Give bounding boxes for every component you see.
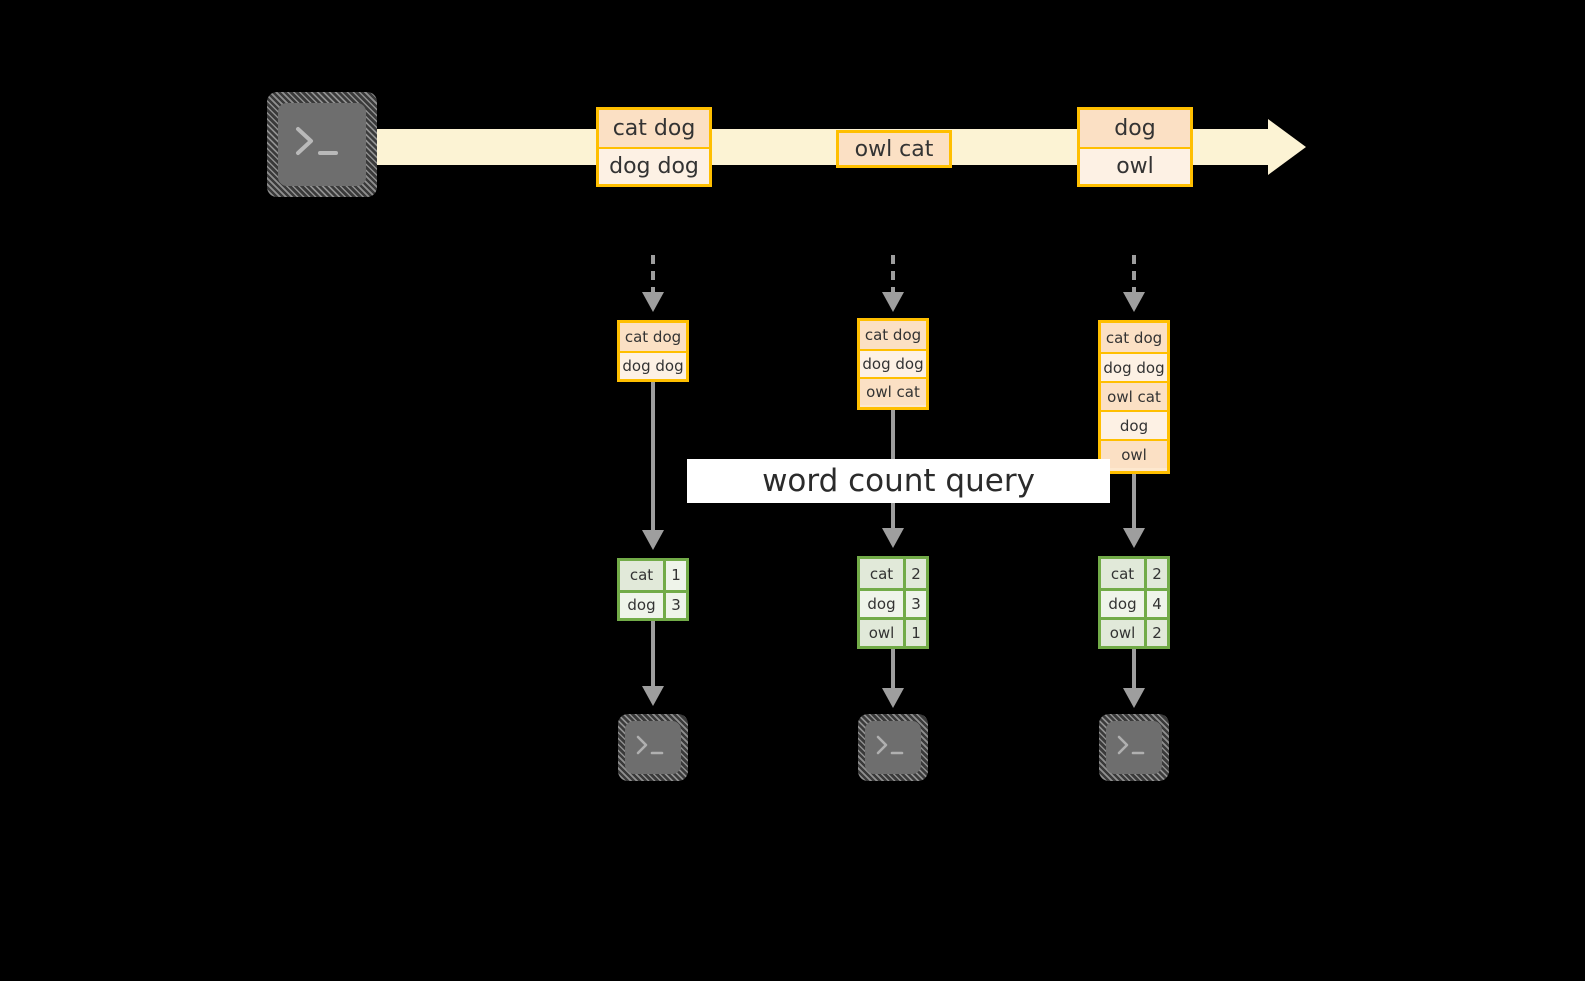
query-flow-arrowhead-2 <box>882 528 904 548</box>
message-line: cat dog <box>599 110 709 147</box>
terminal-face <box>1106 721 1162 774</box>
terminal-face <box>278 103 366 186</box>
count-cell: 2 <box>906 559 926 588</box>
word-cell: cat <box>1101 559 1147 588</box>
snapshot-trigger-arrowhead-2 <box>882 292 904 312</box>
snapshot-stack-1: cat dog dog dog <box>617 320 689 382</box>
table-row: dog 3 <box>620 589 686 618</box>
word-count-table-2: cat 2 dog 3 owl 1 <box>857 556 929 649</box>
sink-terminal-icon-2 <box>858 714 928 781</box>
count-cell: 3 <box>906 591 926 617</box>
stack-row: owl cat <box>860 377 926 405</box>
stack-row: cat dog <box>1101 323 1167 352</box>
terminal-prompt-glyph <box>876 735 904 755</box>
stack-row: owl <box>1101 439 1167 468</box>
word-cell: dog <box>620 592 666 618</box>
word-count-table-1: cat 1 dog 3 <box>617 558 689 621</box>
message-line: dog dog <box>599 147 709 184</box>
stack-row: dog dog <box>860 349 926 377</box>
table-row: cat 1 <box>620 561 686 590</box>
count-cell: 1 <box>906 620 926 646</box>
snapshot-stack-2: cat dog dog dog owl cat <box>857 318 929 410</box>
stack-row: cat dog <box>860 321 926 349</box>
query-flow-line-1 <box>651 382 655 534</box>
snapshot-trigger-arrowhead-1 <box>642 292 664 312</box>
stack-row: owl cat <box>1101 381 1167 410</box>
stack-row: dog dog <box>1101 352 1167 381</box>
query-flow-arrowhead-3 <box>1123 528 1145 548</box>
stack-row: cat dog <box>620 323 686 351</box>
terminal-prompt-glyph <box>636 735 664 755</box>
result-flow-arrowhead-2 <box>882 688 904 708</box>
query-label-text: word count query <box>762 463 1035 499</box>
count-cell: 4 <box>1147 591 1167 617</box>
result-flow-line-1 <box>651 621 655 689</box>
count-cell: 3 <box>666 592 686 618</box>
message-line: owl cat <box>839 133 949 165</box>
snapshot-trigger-dashed-line-2 <box>891 255 895 295</box>
terminal-prompt-glyph <box>1117 735 1145 755</box>
table-row: owl 2 <box>1101 617 1167 646</box>
table-row: cat 2 <box>1101 559 1167 588</box>
query-flow-line-3 <box>1132 474 1136 532</box>
result-flow-line-3 <box>1132 649 1136 691</box>
message-line: owl <box>1080 147 1190 184</box>
sink-terminal-icon-1 <box>618 714 688 781</box>
word-cell: cat <box>860 559 906 588</box>
snapshot-trigger-arrowhead-3 <box>1123 292 1145 312</box>
message-line: dog <box>1080 110 1190 147</box>
word-cell: owl <box>1101 620 1147 646</box>
query-label-banner: word count query <box>687 459 1110 503</box>
stack-row: dog <box>1101 410 1167 439</box>
terminal-prompt-glyph <box>296 127 338 155</box>
word-cell: owl <box>860 620 906 646</box>
stream-message-3: dog owl <box>1077 107 1193 187</box>
word-cell: cat <box>620 561 666 590</box>
snapshot-trigger-dashed-line-3 <box>1132 255 1136 295</box>
table-row: owl 1 <box>860 617 926 646</box>
terminal-face <box>625 721 681 774</box>
table-row: dog 3 <box>860 588 926 617</box>
stream-message-2: owl cat <box>836 130 952 168</box>
result-flow-arrowhead-1 <box>642 686 664 706</box>
source-terminal-icon <box>267 92 377 197</box>
stream-message-1: cat dog dog dog <box>596 107 712 187</box>
count-cell: 2 <box>1147 620 1167 646</box>
terminal-face <box>865 721 921 774</box>
snapshot-stack-3: cat dog dog dog owl cat dog owl <box>1098 320 1170 474</box>
result-flow-line-2 <box>891 649 895 691</box>
result-flow-arrowhead-3 <box>1123 688 1145 708</box>
word-cell: dog <box>860 591 906 617</box>
snapshot-trigger-dashed-line-1 <box>651 255 655 295</box>
stack-row: dog dog <box>620 351 686 379</box>
sink-terminal-icon-3 <box>1099 714 1169 781</box>
event-stream-arrowhead <box>1268 119 1306 175</box>
word-cell: dog <box>1101 591 1147 617</box>
table-row: dog 4 <box>1101 588 1167 617</box>
table-row: cat 2 <box>860 559 926 588</box>
count-cell: 1 <box>666 561 686 590</box>
count-cell: 2 <box>1147 559 1167 588</box>
word-count-table-3: cat 2 dog 4 owl 2 <box>1098 556 1170 649</box>
query-flow-arrowhead-1 <box>642 530 664 550</box>
